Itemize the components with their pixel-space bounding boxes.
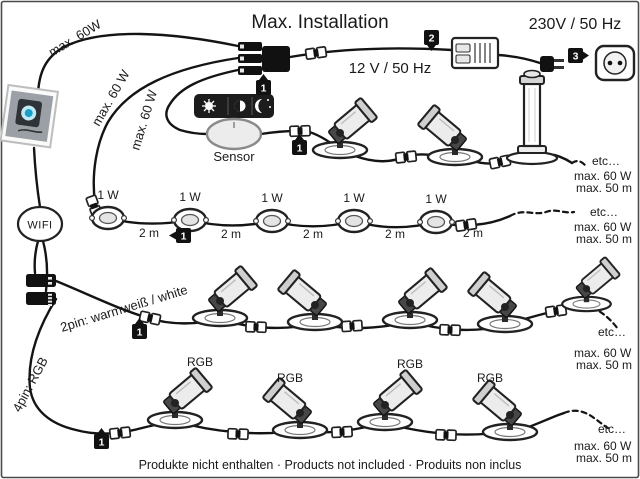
badge-number: 1: [261, 83, 267, 95]
badge-number: 1: [297, 143, 303, 155]
max-watt-label: max. 60 W: [574, 439, 632, 453]
continuation-note-1: etc… max. 60 W max. 50 m: [574, 154, 632, 195]
footer-disclaimer: Produkte nicht enthalten · Products not …: [139, 458, 522, 472]
main-splitter: [238, 42, 290, 75]
output-connector-2pin: [26, 274, 56, 287]
cable-sensor-row-continuation: [570, 160, 588, 168]
wattage-label: 1 W: [97, 188, 119, 202]
wifi-module: WIFI: [16, 205, 64, 243]
product-photo: [0, 83, 60, 149]
dusk-icon: [234, 100, 246, 112]
diagram-title: Max. Installation: [251, 12, 388, 33]
connector: [108, 426, 132, 440]
pin-slot: [240, 56, 244, 61]
badge-2-transformer: 2: [424, 30, 439, 51]
pin-slot: [240, 44, 244, 49]
max-watt-label: max. 60 W: [574, 346, 632, 360]
sensor-label: Sensor: [213, 149, 255, 164]
badge-number: 1: [99, 437, 105, 449]
sensor-unit: Sensor: [194, 94, 274, 164]
moon-icon: [255, 99, 271, 113]
wattage-label: 1 W: [261, 191, 283, 205]
cable-photo-to-wifi: [32, 146, 42, 209]
output-connector-4pin: [26, 292, 56, 306]
etc-label: etc…: [590, 205, 618, 219]
sun-icon: [202, 99, 216, 113]
ground-light: [88, 205, 128, 231]
badge-1-splitter: 1: [256, 74, 271, 95]
ground-light-row: 1 W 1 W 1 W 1 W 1 W 2 m 2 m 2 m 2 m 2 m: [88, 188, 483, 241]
max-length-label: max. 50 m: [576, 451, 632, 465]
etc-label: etc…: [598, 422, 626, 436]
max-length-label: max. 50 m: [576, 358, 632, 372]
rgb-label: RGB: [277, 371, 303, 385]
pin-slot: [240, 68, 244, 73]
bollard-light: [505, 69, 559, 166]
badge-1-sensor-row: 1: [292, 134, 307, 155]
badge-number: 1: [181, 231, 187, 243]
max-length-label: max. 50 m: [576, 181, 632, 195]
cable-transformer-to-plug: [496, 53, 542, 65]
badge-1-ground-row: 1: [169, 228, 191, 243]
connector: [340, 319, 364, 333]
max-watt-label: max. 60 W: [574, 169, 632, 183]
ground-light: [252, 208, 292, 234]
rgb-label: RGB: [397, 357, 423, 371]
cable-splitter-to-sensor: [165, 68, 240, 136]
spacing-label: 2 m: [303, 227, 323, 241]
rgb-spotlight-row: RGB RGB RGB RGB: [146, 355, 539, 442]
sensor-knob: [205, 117, 263, 151]
connector: [330, 425, 354, 439]
ground-light: [416, 209, 456, 235]
badge-1-white-row: 1: [132, 318, 147, 339]
spacing-label: 2 m: [385, 227, 405, 241]
badge-number: 1: [137, 327, 143, 339]
ground-light: [334, 208, 374, 234]
low-voltage-label: 12 V / 50 Hz: [349, 60, 432, 77]
power-plug: [540, 56, 564, 72]
cable-splitter-to-photo: [36, 32, 240, 96]
mains-voltage-label: 230V / 50 Hz: [529, 16, 622, 33]
etc-label: etc…: [598, 325, 626, 339]
spacing-label: 2 m: [221, 227, 241, 241]
cable-splitter-to-transformer: [288, 47, 454, 59]
wattage-label: 1 W: [179, 190, 201, 204]
badge-1-rgb-row: 1: [94, 428, 109, 449]
ground-light: [170, 207, 210, 233]
wattage-label: 1 W: [425, 192, 447, 206]
rgb-label: RGB: [477, 371, 503, 385]
cable-ground-row-continuation: [508, 209, 576, 218]
connector: [394, 150, 418, 164]
wattage-label: 1 W: [343, 191, 365, 205]
badge-3-socket: 3: [568, 48, 589, 63]
max-length-label: max. 50 m: [576, 232, 632, 246]
spacing-label: 2 m: [139, 226, 159, 240]
rgb-label: RGB: [187, 355, 213, 369]
cable-wifi-to-2pin: [33, 239, 40, 275]
continuation-note-2: etc… max. 60 W max. 50 m: [574, 205, 632, 246]
sensor-mode-bar: [194, 94, 274, 118]
continuation-note-3: etc… max. 60 W max. 50 m: [574, 325, 632, 372]
badge-number: 3: [573, 51, 579, 63]
max-watt-label: max. 60 W: [574, 220, 632, 234]
etc-label: etc…: [592, 154, 620, 168]
wifi-label: WIFI: [27, 220, 52, 232]
continuation-note-4: etc… max. 60 W max. 50 m: [574, 422, 632, 465]
spacing-label: 2 m: [463, 226, 483, 240]
power-socket-icon: [594, 44, 636, 82]
connector: [304, 45, 328, 61]
cable-rgb-row-continuation: [562, 409, 610, 430]
transformer: [450, 36, 500, 70]
badge-number: 2: [429, 33, 435, 45]
